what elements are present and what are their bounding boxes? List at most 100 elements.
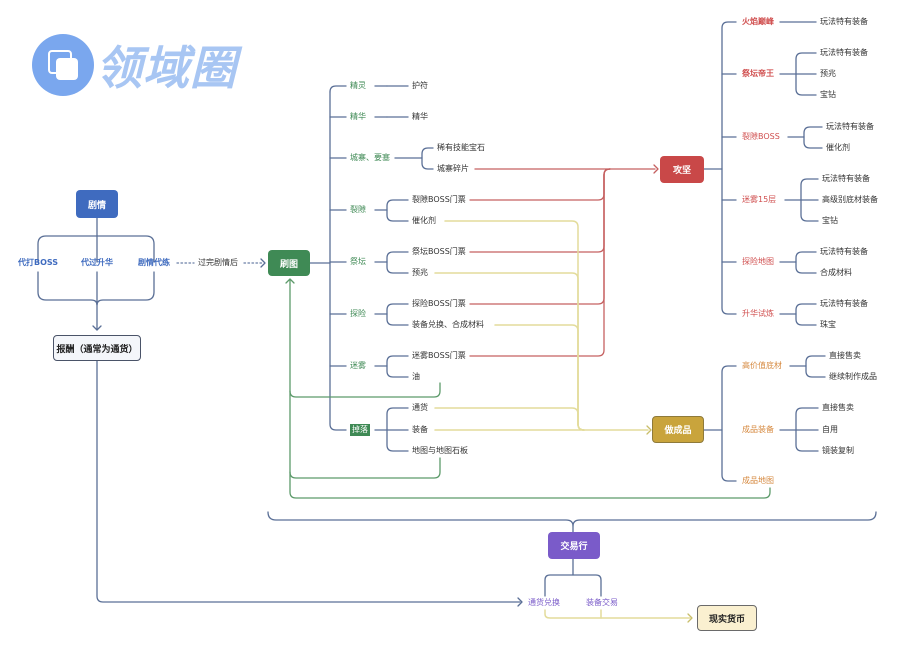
mapping-item-5-1: 装备兑换、合成材料 xyxy=(412,320,484,329)
arrow-head-icon xyxy=(687,613,693,623)
crafting-branch-0: 高价值底材 xyxy=(742,361,782,370)
arrow-head-icon xyxy=(285,278,295,284)
crafting-item-0-1: 继续制作成品 xyxy=(829,372,877,381)
crafting-item-0-0: 直接售卖 xyxy=(829,351,861,360)
assault-item-3-2: 宝钻 xyxy=(822,216,838,225)
story-service-0: 代打BOSS xyxy=(17,258,59,267)
reward-node[interactable]: 报酬（通常为通货） xyxy=(53,335,141,361)
reward-to-market-line xyxy=(96,360,521,603)
story-service-2: 剧情代练 xyxy=(138,258,170,267)
to-assault-line xyxy=(469,168,611,305)
connector-line xyxy=(805,355,826,378)
to-real-money-line xyxy=(544,609,691,619)
big-bracket xyxy=(267,511,877,527)
assault-item-5-1: 珠宝 xyxy=(820,320,836,329)
connector-line xyxy=(803,126,823,149)
mapping-item-4-1: 预兆 xyxy=(412,268,428,277)
arrow-head-icon xyxy=(260,258,266,268)
assault-node[interactable]: 攻坚 xyxy=(660,156,704,183)
mapping-item-3-1: 催化剂 xyxy=(412,216,436,225)
mapping-branch-0: 精灵 xyxy=(350,81,366,90)
finished-map-return-line xyxy=(289,279,771,499)
connector-line xyxy=(386,251,409,274)
mapping-item-3-0: 裂隙BOSS门票 xyxy=(412,195,466,204)
arrow-head-icon xyxy=(653,164,659,174)
mapping-item-6-0: 迷雾BOSS门票 xyxy=(412,351,466,360)
assault-item-5-0: 玩法特有装备 xyxy=(820,299,868,308)
market-item-1: 装备交易 xyxy=(586,598,618,607)
after-story-label: 过完剧情后 xyxy=(198,258,238,267)
mapping-item-5-0: 探险BOSS门票 xyxy=(412,299,466,308)
connector-line xyxy=(795,251,817,274)
mapping-item-4-0: 祭坛BOSS门票 xyxy=(412,247,466,256)
mapping-item-7-0: 通货 xyxy=(412,403,428,412)
real-money-node[interactable]: 现实货币 xyxy=(697,605,757,631)
mapping-item-2-1: 城寨碎片 xyxy=(437,164,469,173)
mapping-branch-1: 精华 xyxy=(350,112,366,121)
arrow-head-icon xyxy=(646,425,652,435)
market-node[interactable]: 交易行 xyxy=(548,532,600,559)
assault-branch-0: 火焰巅峰 xyxy=(742,17,774,26)
to-crafting-line xyxy=(434,407,585,431)
mapping-spine xyxy=(329,91,347,431)
assault-item-2-1: 催化剂 xyxy=(826,143,850,152)
crafting-branch-1: 成品装备 xyxy=(742,425,774,434)
assault-item-1-1: 预兆 xyxy=(820,69,836,78)
reward-node-label: 报酬（通常为通货） xyxy=(56,344,138,355)
story-bracket-top xyxy=(37,235,155,263)
mapping-branch-2: 城寨、要塞 xyxy=(350,153,390,162)
mapping-item-2-0: 稀有技能宝石 xyxy=(437,143,485,152)
mapping-branch-4: 祭坛 xyxy=(350,257,366,266)
assault-item-4-0: 玩法特有装备 xyxy=(820,247,868,256)
crafting-branch-2: 成品地图 xyxy=(742,476,774,485)
assault-item-3-0: 玩法特有装备 xyxy=(822,174,870,183)
story-service-1: 代过升华 xyxy=(81,258,113,267)
logo-icon xyxy=(32,34,94,96)
connector-line xyxy=(795,303,817,326)
logo-text: 领域圈 xyxy=(96,41,237,95)
mapping-item-1-0: 精华 xyxy=(412,112,428,121)
story-node[interactable]: 剧情 xyxy=(76,190,118,218)
arrow-head-icon xyxy=(92,325,102,331)
crafting-item-1-0: 直接售卖 xyxy=(822,403,854,412)
market-bracket xyxy=(544,574,602,597)
assault-branch-1: 祭坛帝王 xyxy=(742,69,774,78)
connector-line xyxy=(386,199,409,222)
assault-item-3-1: 高级别底材装备 xyxy=(822,195,878,204)
crafting-item-1-2: 镜装复制 xyxy=(822,446,854,455)
assault-item-4-1: 合成材料 xyxy=(820,268,852,277)
mapping-branch-3: 裂隙 xyxy=(350,205,366,214)
connector-line xyxy=(421,147,434,170)
arrow-head-icon xyxy=(517,597,523,607)
crafting-node-label: 做成品 xyxy=(664,426,692,436)
assault-item-0-0: 玩法特有装备 xyxy=(820,17,868,26)
mapping-node[interactable]: 刷图 xyxy=(268,250,310,276)
crafting-spine xyxy=(721,365,737,482)
assault-branch-2: 裂隙BOSS xyxy=(742,132,780,141)
mapping-item-7-1: 装备 xyxy=(412,425,428,434)
to-assault-line xyxy=(469,168,611,201)
mapping-branch-5: 探险 xyxy=(350,309,366,318)
assault-branch-4: 探险地图 xyxy=(742,257,774,266)
mapping-item-6-1: 油 xyxy=(412,372,420,381)
to-assault-line xyxy=(469,168,611,253)
story-bracket-bottom xyxy=(37,271,155,306)
assault-node-label: 攻坚 xyxy=(672,166,691,176)
mapping-branch-6: 迷雾 xyxy=(350,361,366,370)
assault-branch-3: 迷雾15层 xyxy=(742,195,777,204)
real-money-node-label: 现实货币 xyxy=(708,614,745,625)
connector-line xyxy=(329,85,347,93)
market-node-label: 交易行 xyxy=(560,542,588,552)
assault-item-1-0: 玩法特有装备 xyxy=(820,48,868,57)
mapping-branch-7: 掉落 xyxy=(350,424,370,436)
crafting-node[interactable]: 做成品 xyxy=(652,416,704,443)
assault-item-1-2: 宝钻 xyxy=(820,90,836,99)
mapping-item-7-2: 地图与地图石板 xyxy=(412,446,468,455)
connector-line xyxy=(386,303,409,326)
mapping-item-0-0: 护符 xyxy=(412,81,428,90)
mapping-node-label: 刷图 xyxy=(279,259,298,270)
crafting-item-1-1: 自用 xyxy=(822,425,838,434)
market-item-0: 通货兑换 xyxy=(528,598,560,607)
